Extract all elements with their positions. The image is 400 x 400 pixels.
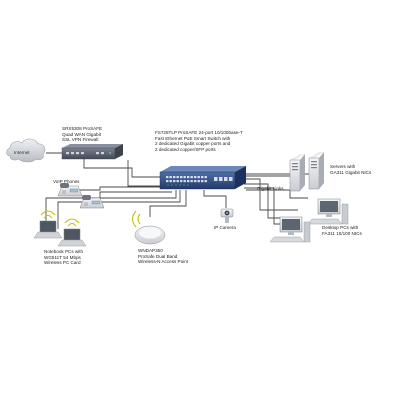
internet-label: Internet (14, 150, 30, 155)
desktop-pc (307, 198, 349, 225)
server-tower (289, 154, 305, 192)
notebook-pc (57, 218, 87, 247)
server-tower (308, 152, 324, 190)
voip-phones-label: VoIP Phones (53, 179, 80, 184)
voip-phone (57, 183, 83, 197)
firewall-device (61, 144, 123, 160)
wireless-access-point (131, 210, 166, 245)
switch-label: FS728TLP ProSAFE 24-port 10/100base-T Fa… (155, 130, 243, 152)
servers-label: Servers with GA311 Gigabit NICs (330, 164, 372, 175)
firewall-label: SRX5308 ProSAFE Quad WAN Gigabit SSL VPN… (62, 126, 103, 143)
gigabit-links-label: Gigabit Links (257, 186, 284, 191)
ip-camera-label: IP Camera (214, 225, 236, 230)
notebooks-label: Notebook PCs with WG511T 54 Mbps Wireles… (44, 249, 84, 266)
access-point-label: WNDAP350 ProSafe Dual Band Wireless-N Ac… (138, 248, 189, 265)
desktops-label: Desktop PCs with FA311 10/100 NICs (322, 225, 362, 236)
internet-cloud (6, 138, 46, 163)
poe-switch (159, 166, 246, 190)
voip-phone (79, 195, 105, 209)
notebook-pc (33, 210, 63, 239)
desktop-pc (269, 216, 311, 243)
ip-camera (220, 208, 234, 223)
